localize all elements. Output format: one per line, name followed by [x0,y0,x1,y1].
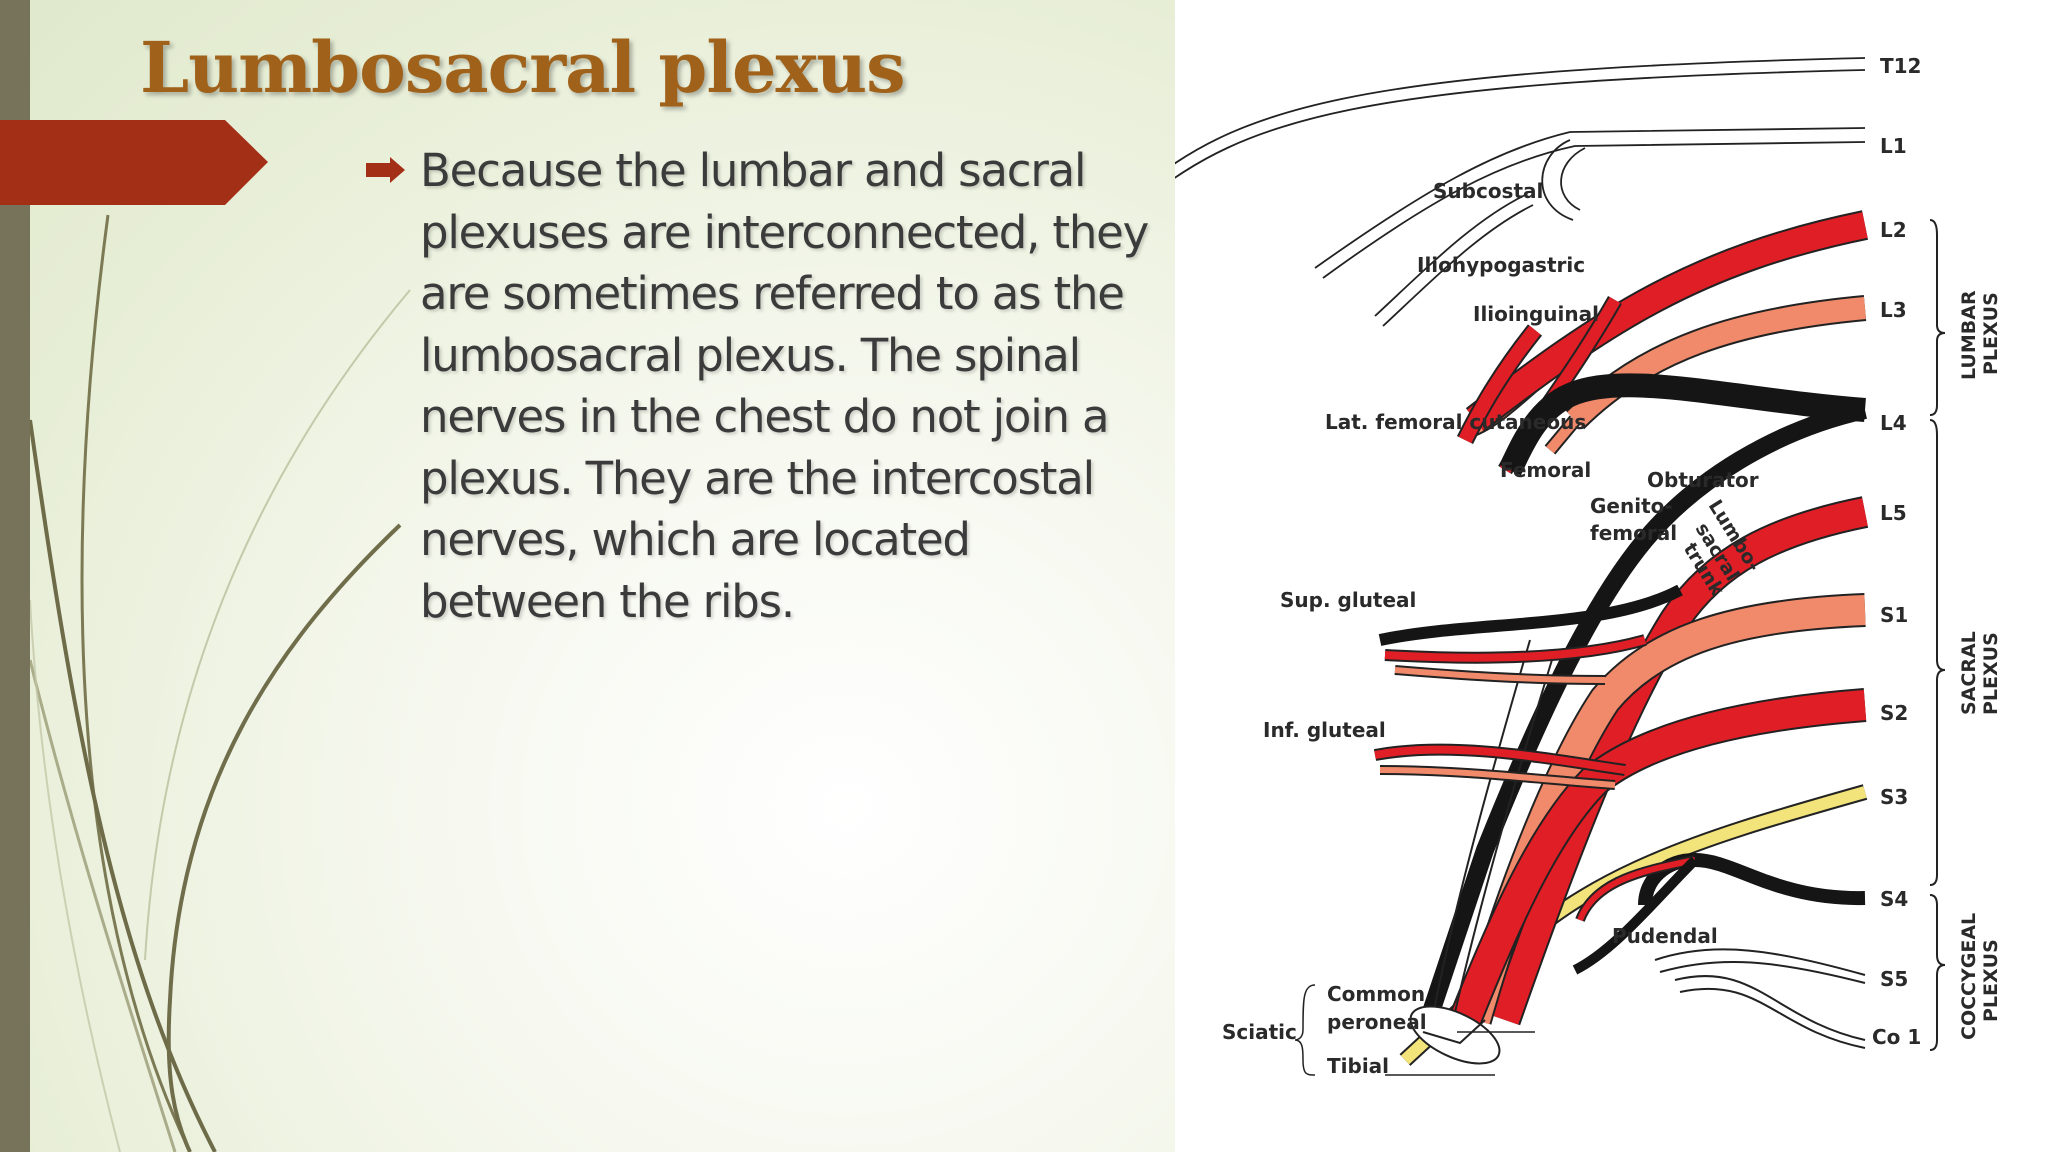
level-label-s2: S2 [1880,701,1908,725]
group-label-sacral-1: SACRAL [1958,631,1980,715]
plexus-illustration: T12 L1 L2 L3 L4 L5 S1 S2 S3 S4 S5 Co 1 S… [1175,54,2002,1078]
level-label-l2: L2 [1880,218,1907,242]
level-label-s5: S5 [1880,967,1908,991]
level-label-l1: L1 [1880,134,1907,158]
group-label-sacral-2: PLEXUS [1980,632,2002,715]
group-label-lumbar-2: PLEXUS [1980,292,2002,375]
nerve-label-common-peroneal-1: Common [1327,982,1425,1006]
level-label-co1: Co 1 [1872,1025,1921,1049]
decorative-curves [28,214,411,1152]
nerve-label-inf-gluteal: Inf. gluteal [1263,718,1386,742]
nerve-label-genitofemoral-2: femoral [1590,521,1677,545]
nerve-label-femoral: Femoral [1500,458,1591,482]
level-label-l5: L5 [1880,501,1907,525]
level-label-l4: L4 [1880,411,1907,435]
level-label-s1: S1 [1880,603,1908,627]
level-label-s3: S3 [1880,785,1908,809]
arrow-bullet-icon [366,157,405,183]
slide-title: Lumbosacral plexus [140,26,906,109]
nerve-label-common-peroneal-2: peroneal [1327,1010,1427,1034]
nerve-label-sciatic: Sciatic [1222,1020,1297,1044]
nerve-label-ilioinguinal: Ilioinguinal [1473,302,1599,326]
group-label-coccygeal-1: COCCYGEAL [1958,913,1980,1040]
level-label-l3: L3 [1880,298,1907,322]
lumbosacral-plexus-diagram: T12 L1 L2 L3 L4 L5 S1 S2 S3 S4 S5 Co 1 S… [1175,0,2048,1152]
group-label-lumbar-1: LUMBAR [1958,290,1980,380]
nerve-label-obturator: Obturator [1647,468,1759,492]
arrow-accent-shape [0,120,268,205]
nerve-label-subcostal: Subcostal [1433,179,1543,203]
bullet-paragraph: Because the lumbar and sacral plexuses a… [420,144,1149,628]
nerve-label-pudendal: Pudendal [1612,924,1718,948]
level-label-s4: S4 [1880,887,1908,911]
nerve-label-tibial: Tibial [1327,1054,1389,1078]
nerve-label-genitofemoral-1: Genito- [1590,494,1673,518]
level-label-t12: T12 [1880,54,1921,78]
nerve-label-iliohypogastric: Iliohypogastric [1417,253,1585,277]
nerve-label-lat-femoral-cutaneous: Lat. femoral cutaneous [1325,410,1586,434]
nerve-label-sup-gluteal: Sup. gluteal [1280,588,1416,612]
group-label-coccygeal-2: PLEXUS [1980,939,2002,1022]
